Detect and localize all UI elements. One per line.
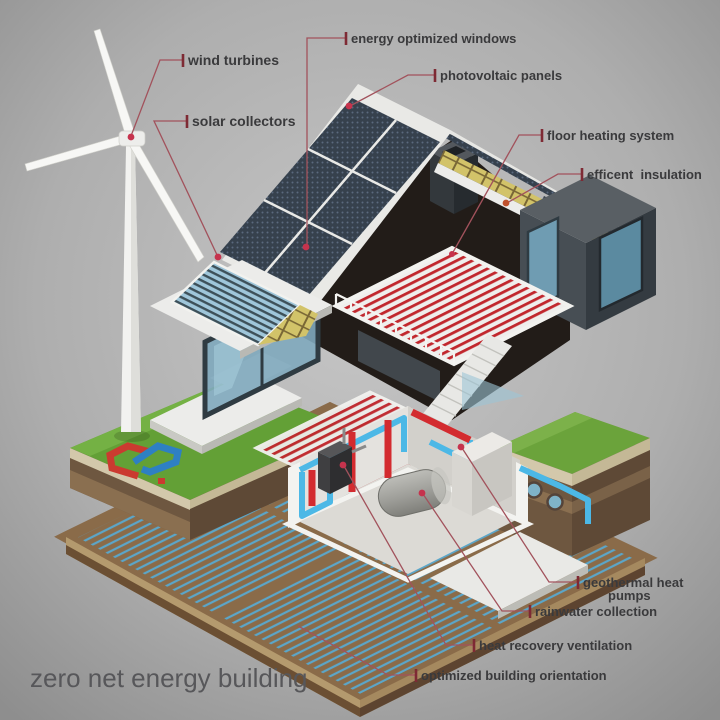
dot-geothermal xyxy=(457,443,465,451)
dot-wind-turbine-hub xyxy=(127,133,135,141)
support-block xyxy=(358,330,440,402)
dot-pv-panel xyxy=(345,102,353,110)
dot-rainwater-tank xyxy=(418,489,426,497)
left-roof-pv xyxy=(220,84,452,307)
heat-pump-unit xyxy=(318,428,367,494)
leader-wind-turbines xyxy=(130,59,182,137)
label-floor-heating-system: floor heating system xyxy=(547,128,674,143)
label-geothermal-pumps: pumps xyxy=(608,588,651,603)
leader-geothermal-heat-pumps xyxy=(461,447,577,583)
walkway xyxy=(430,532,588,619)
label-energy-optimized-windows: energy optimized windows xyxy=(351,31,516,46)
basement-cabinet xyxy=(452,432,512,516)
leader-efficent-insulation xyxy=(506,173,581,204)
basement xyxy=(281,406,591,583)
upper-floor xyxy=(331,245,575,367)
dot-floor-heating xyxy=(449,251,455,257)
dot-solar-collector xyxy=(214,253,222,261)
right-wing xyxy=(520,175,656,330)
house-cutaway xyxy=(150,84,656,583)
label-efficent-insulation: efficent insulation xyxy=(587,167,702,182)
leader-ticks xyxy=(181,32,584,682)
leader-lines xyxy=(130,37,581,676)
window-right-wing-right xyxy=(598,216,644,312)
label-solar-collectors: solar collectors xyxy=(192,113,296,129)
leader-solar-collectors xyxy=(152,120,219,258)
label-photovoltaic-panels: photovoltaic panels xyxy=(440,68,562,83)
collector-edge-insulation xyxy=(258,305,318,345)
leader-optimized-building-orientation xyxy=(297,625,415,676)
label-heat-recovery-ventilation: heat recovery ventilation xyxy=(479,638,632,653)
leader-floor-heating-system xyxy=(451,134,541,255)
logo-mark xyxy=(106,442,183,484)
label-wind-turbines: wind turbines xyxy=(187,52,279,68)
rainwater-tank xyxy=(377,467,451,517)
callout-dots xyxy=(127,102,510,497)
dot-heat-recovery xyxy=(339,461,347,469)
solar-collector-roof xyxy=(150,260,332,359)
wind-turbine xyxy=(24,28,205,442)
page-title: zero net energy building xyxy=(30,663,308,693)
dot-insulation xyxy=(502,199,510,207)
dot-windows xyxy=(302,243,310,251)
floor-heating-upper xyxy=(331,245,575,367)
balcony-railing xyxy=(334,293,456,364)
leader-energy-optimized-windows xyxy=(306,37,345,246)
leader-heat-recovery-ventilation xyxy=(343,465,473,646)
callout-labels: wind turbines solar collectors energy op… xyxy=(187,31,702,683)
label-optimized-building-orientation: optimized building orientation xyxy=(421,668,607,683)
leader-photovoltaic-panels xyxy=(349,74,434,107)
label-rainwater-collection: rainwater collection xyxy=(535,604,657,619)
leader-rainwater-collection xyxy=(422,493,529,612)
turbine-blades xyxy=(24,28,205,263)
glass-reflection xyxy=(462,372,524,410)
label-geothermal-heat: geothermal heat xyxy=(583,575,684,590)
